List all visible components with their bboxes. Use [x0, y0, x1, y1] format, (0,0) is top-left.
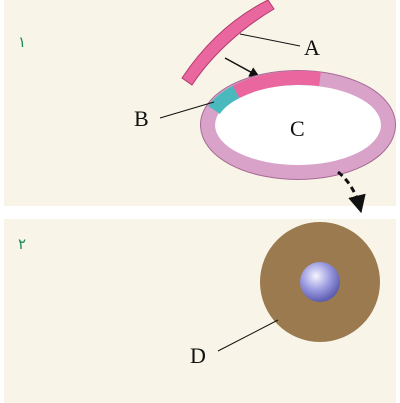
label-a: A: [304, 35, 320, 60]
step-number-1: ۱: [18, 33, 27, 51]
fragment-a-shape: [181, 0, 275, 86]
leader-line-d: [217, 319, 279, 352]
insertion-arrow: [224, 57, 260, 78]
b-segment: [208, 85, 240, 115]
leader-line-b: [159, 101, 215, 119]
transfer-arrow: [337, 170, 366, 214]
step-number-2: ۲: [18, 235, 27, 253]
label-b: B: [134, 106, 149, 131]
cell-nucleus: [300, 262, 340, 302]
inserted-segment: [232, 70, 321, 99]
label-d: D: [190, 343, 206, 368]
label-c: C: [290, 116, 305, 141]
leader-line-a: [239, 33, 301, 47]
plasmid-inner: [215, 85, 381, 165]
